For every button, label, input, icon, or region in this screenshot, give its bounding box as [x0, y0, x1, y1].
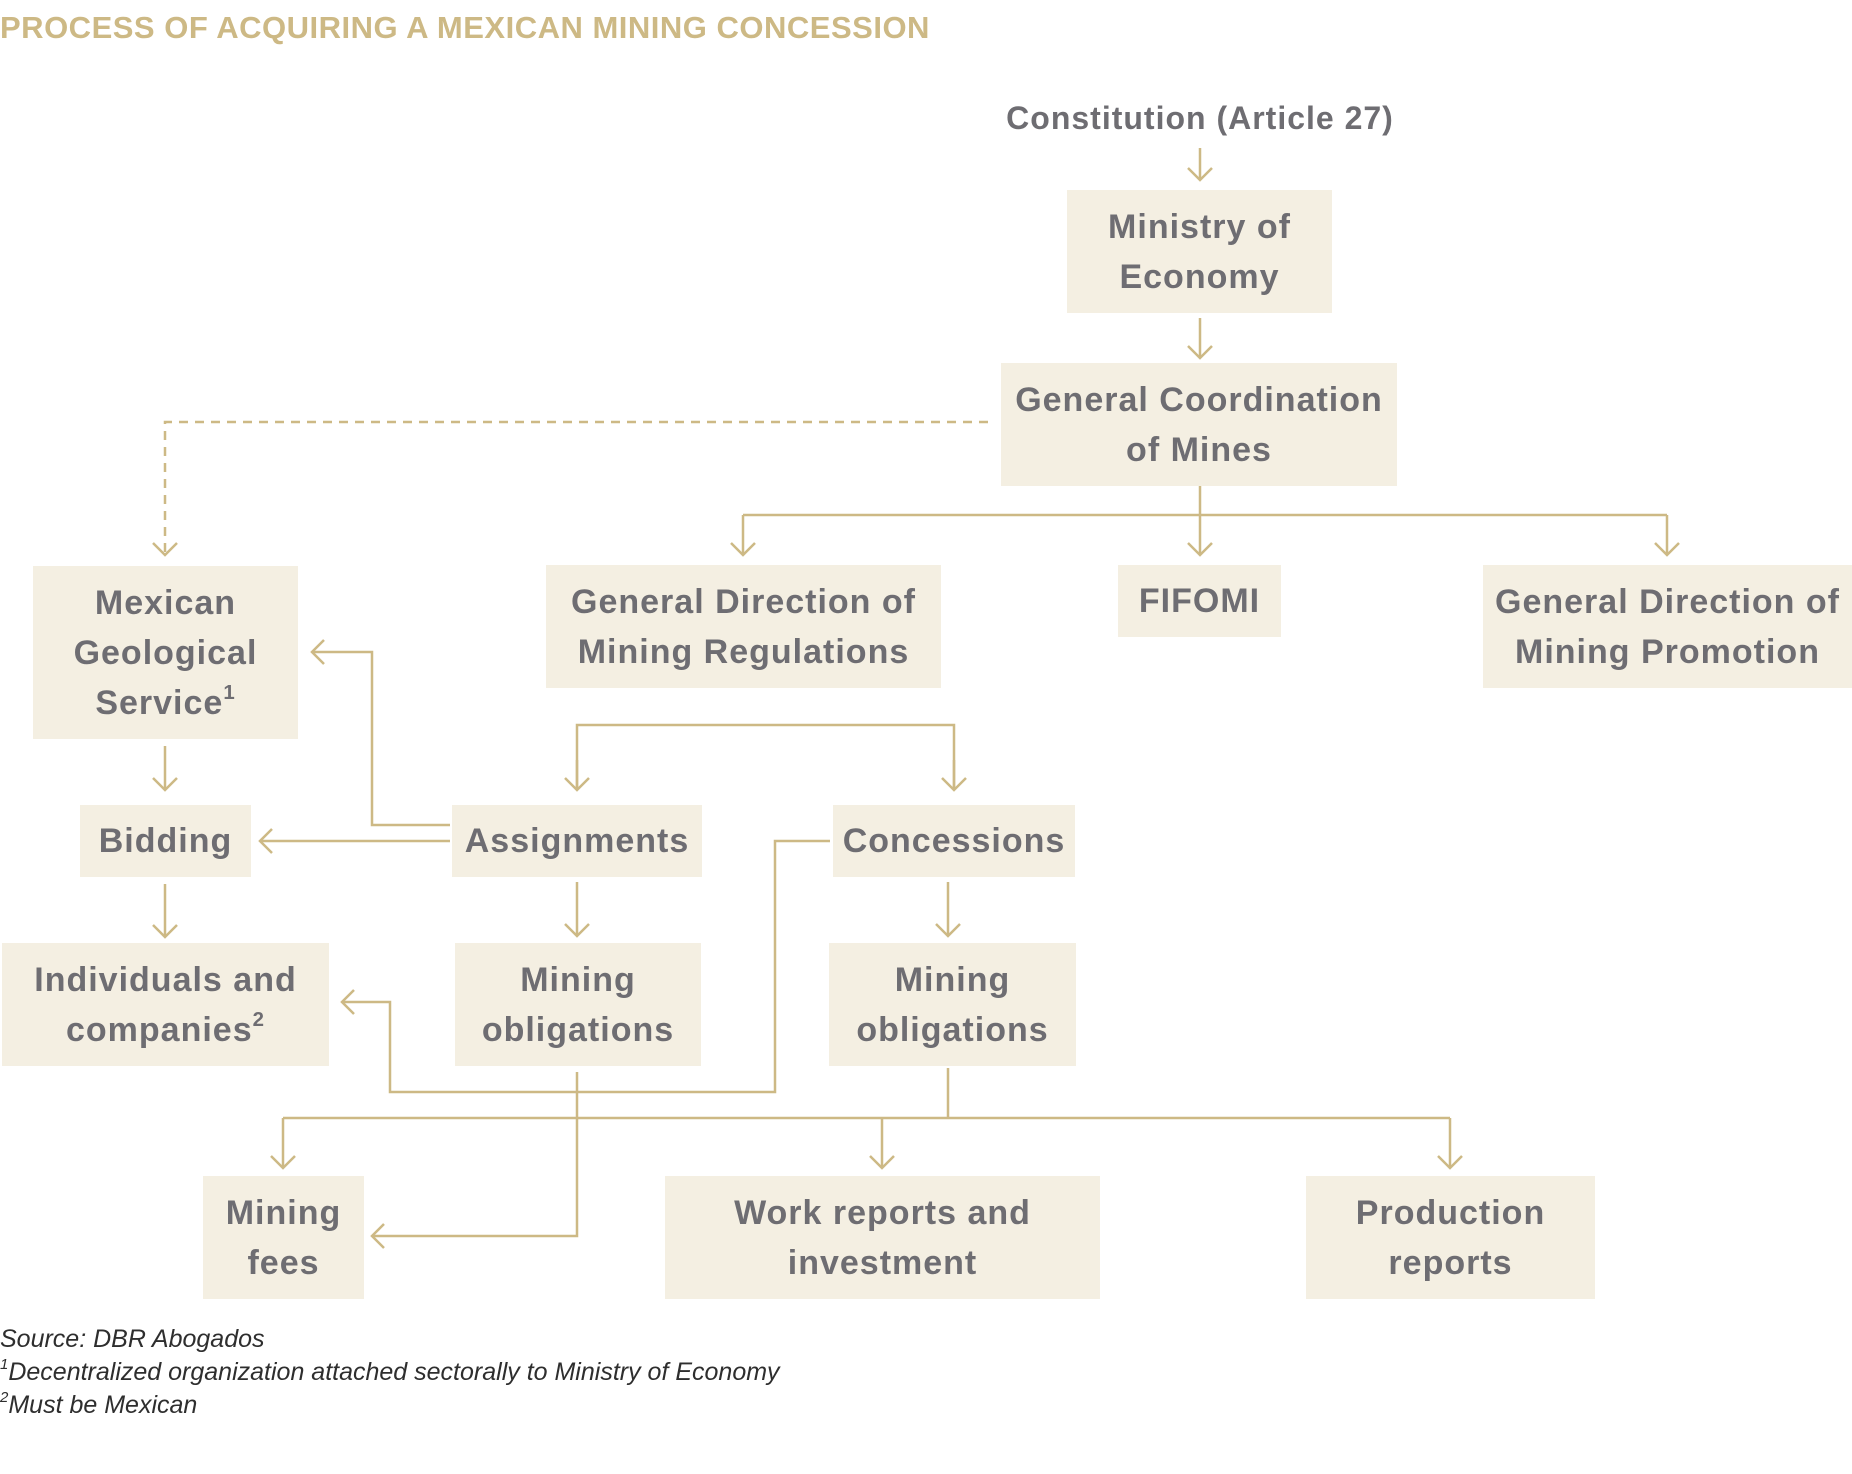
constitution-label: Constitution (Article 27): [1006, 100, 1394, 136]
footnote-2: 2Must be Mexican: [0, 1389, 198, 1419]
source-note: Source: DBR Abogados: [0, 1325, 265, 1353]
arrow-assignments-geological: [310, 639, 450, 827]
node-fifomi: FIFOMI: [1118, 565, 1281, 637]
node-concessions: Concessions: [833, 805, 1075, 877]
arrow-concessions-individuals: [340, 839, 830, 1094]
connector-split-bar: [575, 723, 956, 790]
diagram-title: PROCESS OF ACQUIRING A MEXICAN MINING CO…: [0, 10, 930, 45]
arrow-obligations-fees: [370, 1072, 579, 1249]
footnote-1: 1Decentralized organization attached sec…: [0, 1356, 780, 1386]
footnote-marker-1: 1: [223, 682, 236, 705]
node-bidding: Bidding: [80, 805, 251, 877]
node-assignments: Assignments: [452, 805, 702, 877]
footnote-marker-2: 2: [252, 1009, 265, 1032]
dashed-arrow-coordination-geological: [152, 420, 988, 557]
